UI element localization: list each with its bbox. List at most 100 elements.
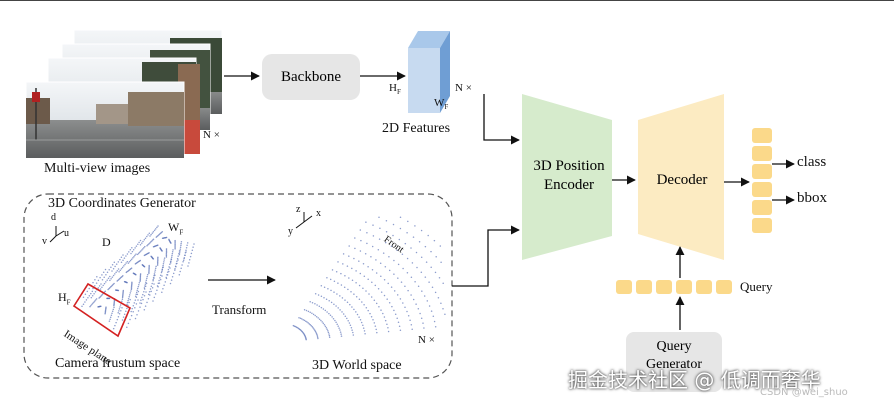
- frustum-point: [114, 265, 116, 268]
- frustum-point: [156, 263, 159, 265]
- world-point: [387, 282, 389, 285]
- world-point: [372, 224, 374, 226]
- world-point: [388, 255, 390, 258]
- frustum-point: [160, 271, 163, 274]
- frustum-point: [157, 258, 159, 261]
- frustum-point: [177, 259, 179, 261]
- frustum-point: [174, 268, 176, 270]
- frustum-point: [93, 301, 95, 303]
- frustum-point: [154, 271, 156, 273]
- frustum-point: [105, 281, 107, 283]
- world-point: [371, 269, 374, 271]
- world-point: [312, 313, 315, 316]
- frustum-point: [140, 299, 142, 301]
- world-point: [410, 247, 412, 249]
- world-point: [434, 271, 437, 274]
- frustum-point: [174, 265, 177, 268]
- frustum-point: [134, 247, 136, 249]
- frustum-point: [142, 298, 144, 301]
- world-point: [420, 229, 423, 232]
- feature-w-label: WF: [434, 97, 448, 111]
- frustum-point: [126, 307, 128, 310]
- world-point: [375, 272, 378, 274]
- world-point: [399, 298, 402, 300]
- output-token: [752, 182, 772, 197]
- frustum-point: [126, 303, 128, 306]
- world-point: [426, 300, 429, 302]
- world-point: [355, 295, 358, 298]
- frustum-point: [148, 270, 150, 272]
- world-point: [335, 321, 337, 324]
- image-plane-outline: [72, 282, 132, 338]
- world-point: [397, 263, 400, 266]
- query-generator-line1: Query: [656, 339, 692, 354]
- world-point: [442, 307, 444, 310]
- world-point: [328, 334, 331, 337]
- frustum-point: [139, 306, 141, 308]
- world-point: [339, 309, 341, 311]
- world-point: [305, 338, 307, 341]
- frustum-point: [85, 299, 88, 301]
- frustum-point: [165, 276, 167, 279]
- frustum-point: [148, 268, 150, 270]
- world-point: [419, 312, 421, 315]
- world-point: [350, 290, 352, 293]
- frustum-point: [148, 252, 150, 254]
- world-point: [370, 296, 373, 298]
- world-point: [336, 323, 338, 325]
- world-point: [365, 221, 367, 223]
- frustum-point: [117, 289, 120, 292]
- frustum-point: [117, 261, 120, 263]
- frustum-point: [101, 274, 103, 276]
- frustum-point: [166, 273, 168, 276]
- backbone-label: Backbone: [281, 68, 341, 85]
- world-point: [328, 300, 330, 302]
- world-point: [371, 281, 373, 283]
- frustum-point: [141, 296, 143, 299]
- frustum-point: [130, 314, 133, 317]
- world-point: [324, 325, 327, 327]
- world-point: [346, 265, 349, 267]
- query-token: [616, 280, 632, 294]
- world-point: [351, 329, 353, 331]
- world-point: [363, 330, 366, 332]
- frustum-point: [97, 287, 100, 289]
- frustum-point: [113, 304, 115, 307]
- world-point: [370, 256, 372, 258]
- frustum-point: [156, 289, 158, 292]
- frustum-width-label: WF: [168, 220, 183, 236]
- frustum-point: [117, 268, 120, 270]
- world-point: [387, 327, 389, 329]
- world-point: [323, 296, 325, 299]
- frustum-point: [127, 262, 130, 264]
- world-point: [428, 305, 431, 307]
- frustum-point: [162, 262, 165, 265]
- backbone-box: [262, 54, 360, 100]
- frustum-point: [101, 294, 103, 296]
- world-point: [316, 335, 319, 337]
- frustum-point: [180, 244, 182, 247]
- frustum-point: [148, 290, 151, 293]
- world-point: [396, 294, 399, 296]
- frustum-point: [133, 302, 136, 304]
- frustum-point: [91, 303, 93, 306]
- world-point: [328, 336, 331, 339]
- frustum-point: [132, 257, 134, 259]
- world-point: [402, 267, 404, 270]
- frustum-point: [151, 282, 153, 285]
- world-point: [342, 263, 344, 265]
- world-point: [333, 280, 336, 282]
- frustum-point: [117, 312, 119, 314]
- frustum-point: [148, 269, 150, 271]
- frustum-point: [152, 230, 155, 233]
- world-point: [340, 333, 342, 335]
- world-point: [435, 256, 437, 258]
- world-point: [327, 330, 329, 332]
- frustum-point: [148, 266, 150, 269]
- feature-w-letter: W: [434, 97, 445, 109]
- frustum-point: [150, 285, 153, 287]
- feature-map-block: [408, 31, 450, 113]
- world-point: [374, 284, 377, 287]
- frustum-point: [140, 302, 143, 305]
- frustum-height-subscript: F: [66, 298, 71, 307]
